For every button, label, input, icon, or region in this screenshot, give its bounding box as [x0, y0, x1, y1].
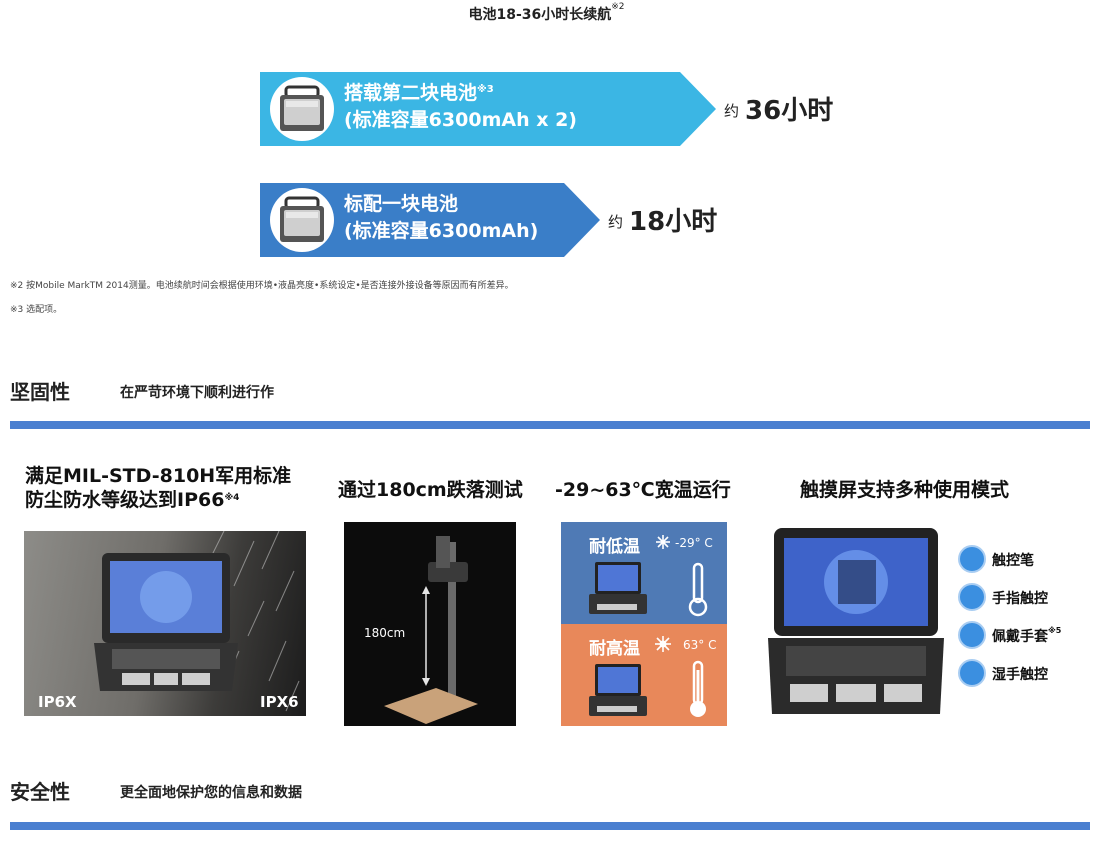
feature-temp-title: -29~63℃宽温运行 — [555, 479, 731, 501]
cold-panel: 耐低温 -29° C — [561, 522, 727, 624]
cold-value: -29° C — [675, 536, 713, 550]
wet-hand-icon — [958, 659, 986, 687]
security-section-header: 安全性 更全面地保护您的信息和数据 — [10, 776, 1090, 836]
battery-single-line1: 标配一块电池 — [344, 193, 459, 215]
drop-rig-illustration — [384, 536, 478, 724]
feature-mil-line2: 防尘防水等级达到IP66 — [25, 489, 225, 511]
security-heading: 安全性 — [10, 780, 70, 804]
drop-test-photo: 180cm — [344, 522, 516, 726]
battery-title-note: ※2 — [611, 2, 625, 12]
battery-dual-line2: (标准容量6300mAh x 2) — [344, 109, 577, 131]
robust-heading: 坚固性 — [10, 380, 70, 404]
battery-dual-text: 搭载第二块电池※3 (标准容量6300mAh x 2) — [344, 80, 577, 134]
thermometer-icon — [688, 562, 708, 617]
rugged-laptop-illustration — [768, 528, 944, 714]
feature-touch-title: 触摸屏支持多种使用模式 — [800, 479, 1010, 501]
battery-dual-result: 约 36小时 — [724, 90, 833, 127]
robust-section-header: 坚固性 在严苛环境下顺利进行作 — [10, 376, 1090, 432]
laptop-rain-illustration — [94, 531, 300, 712]
touch-mode-glove-text: 佩戴手套 — [992, 629, 1048, 645]
battery-row-single: 标配一块电池 (标准容量6300mAh) 约 18小时 — [260, 183, 760, 257]
hot-panel: 耐高温 63° C — [561, 624, 727, 726]
battery-dual-note: ※3 — [477, 84, 494, 95]
footnote-2: ※2 按Mobile MarkTM 2014测量。电池续航时间会根据使用环境•液… — [10, 281, 514, 291]
battery-row-dual: 搭载第二块电池※3 (标准容量6300mAh x 2) 约 36小时 — [260, 72, 860, 146]
battery-dual-result-value: 36小时 — [745, 96, 834, 126]
touch-mode-wet-label: 湿手触控 — [992, 667, 1048, 683]
laptop-icon — [270, 188, 334, 252]
feature-mil-line1: 满足MIL-STD-810H军用标准 — [25, 465, 292, 487]
feature-mil-title: 满足MIL-STD-810H军用标准 防尘防水等级达到IP66※4 — [25, 464, 291, 512]
laptop-icon — [270, 77, 334, 141]
feature-mil-note: ※4 — [224, 493, 240, 503]
battery-single-result-value: 18小时 — [629, 207, 718, 237]
hot-label: 耐高温 — [589, 639, 640, 659]
laptop-icon — [589, 664, 647, 716]
touch-mode-glove-label: 佩戴手套※5 — [992, 626, 1061, 646]
sun-icon — [655, 636, 671, 652]
touch-mode-pen-label: 触控笔 — [992, 553, 1034, 569]
temperature-panel: 耐低温 -29° C 耐高温 63° C — [561, 522, 727, 726]
hot-value: 63° C — [683, 638, 717, 652]
battery-single-result-prefix: 约 — [608, 213, 624, 231]
security-subheading: 更全面地保护您的信息和数据 — [120, 785, 302, 801]
touch-mode-glove-note: ※5 — [1048, 626, 1062, 635]
thermometer-icon — [690, 660, 706, 717]
battery-single-line2: (标准容量6300mAh) — [344, 220, 539, 242]
pen-icon — [958, 545, 986, 573]
finger-icon — [958, 583, 986, 611]
battery-dual-line1: 搭载第二块电池 — [344, 82, 478, 104]
feature-drop-title: 通过180cm跌落测试 — [338, 479, 523, 501]
footnote-3: ※3 选配项。 — [10, 305, 63, 315]
section-divider — [10, 822, 1090, 830]
battery-single-result: 约 18小时 — [608, 201, 717, 238]
battery-title-text: 电池18-36小时长续航 — [468, 7, 612, 23]
robust-subheading: 在严苛环境下顺利进行作 — [120, 385, 274, 401]
ipx6-label: IPX6 — [260, 693, 299, 711]
ip6x-label: IP6X — [38, 693, 77, 711]
cold-label: 耐低温 — [589, 537, 640, 557]
touch-laptop-photo — [764, 524, 948, 718]
laptop-icon — [589, 562, 647, 614]
touch-mode-finger-label: 手指触控 — [992, 591, 1048, 607]
drop-height-label: 180cm — [364, 626, 406, 640]
battery-dual-result-prefix: 约 — [724, 102, 740, 120]
section-divider — [10, 421, 1090, 429]
battery-single-text: 标配一块电池 (标准容量6300mAh) — [344, 191, 538, 245]
ip66-photo: IP6X IPX6 — [24, 531, 306, 716]
battery-section-title: 电池18-36小时长续航※2 — [0, 2, 1093, 24]
snowflake-icon — [656, 535, 670, 549]
glove-icon — [958, 621, 986, 649]
